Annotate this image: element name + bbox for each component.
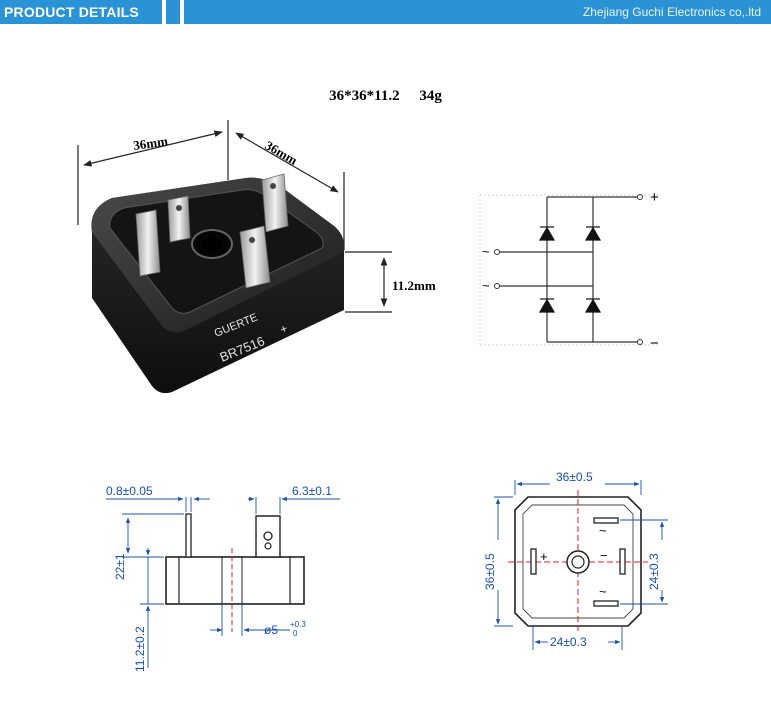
schematic-plus-label: + — [650, 189, 659, 206]
schematic-ac2-label: ~ — [482, 278, 490, 293]
schematic-minus-label: − — [650, 335, 659, 352]
top-height-dim: 36±0.5 — [483, 553, 497, 590]
header-banner: PRODUCT DETAILS Zhejiang Guchi Electroni… — [0, 0, 771, 24]
top-pin-spacing-v: 24±0.3 — [647, 553, 661, 590]
spec-line: 36*36*11.2 34g — [0, 88, 771, 105]
bridge-schematic: + − ~ ~ — [479, 189, 660, 352]
product-photo: 36mm 36mm 11.2mm GUERTE BR7516 + — [77, 120, 436, 394]
side-view-drawing: 0.8±0.05 6.3±0.1 22±1 11.2±0.2 ø5 +0.3 0 — [106, 484, 340, 672]
side-hole-tol-lower: 0 — [293, 629, 298, 638]
schematic-ac1-label: ~ — [482, 244, 490, 259]
side-pin-width: 6.3±0.1 — [292, 484, 332, 498]
side-pin-length: 22±1 — [113, 553, 127, 580]
bridge-rectifier-body: GUERTE BR7516 + — [91, 173, 345, 394]
top-ac-mark-2: ~ — [599, 584, 607, 599]
top-minus-mark: − — [600, 548, 608, 563]
spec-weight: 34g — [419, 88, 442, 104]
top-pin-spacing-h: 24±0.3 — [550, 635, 587, 649]
photo-dim-height: 11.2mm — [392, 278, 436, 293]
top-ac-mark-1: ~ — [599, 523, 607, 538]
photo-dim-width: 36mm — [132, 133, 169, 153]
side-hole-dia: ø5 — [264, 623, 278, 637]
banner-accent — [166, 0, 180, 24]
company-name: Zhejiang Guchi Electronics co,.ltd — [184, 0, 771, 24]
banner-title: PRODUCT DETAILS — [0, 0, 162, 24]
photo-dim-depth: 36mm — [263, 138, 301, 168]
side-hole-tol: +0.3 — [290, 620, 306, 629]
photo-plus-mark: + — [278, 321, 290, 337]
side-body-height: 11.2±0.2 — [133, 626, 147, 672]
top-view-drawing: + − ~ ~ 36±0.5 36±0.5 24±0.3 24±0.3 — [483, 470, 668, 650]
diode-symbols — [538, 226, 602, 313]
top-plus-mark: + — [540, 549, 548, 564]
spec-size: 36*36*11.2 — [329, 88, 400, 104]
side-pin-thickness: 0.8±0.05 — [106, 484, 153, 498]
photo-dimension-lines — [77, 120, 392, 313]
top-width-dim: 36±0.5 — [556, 470, 593, 484]
